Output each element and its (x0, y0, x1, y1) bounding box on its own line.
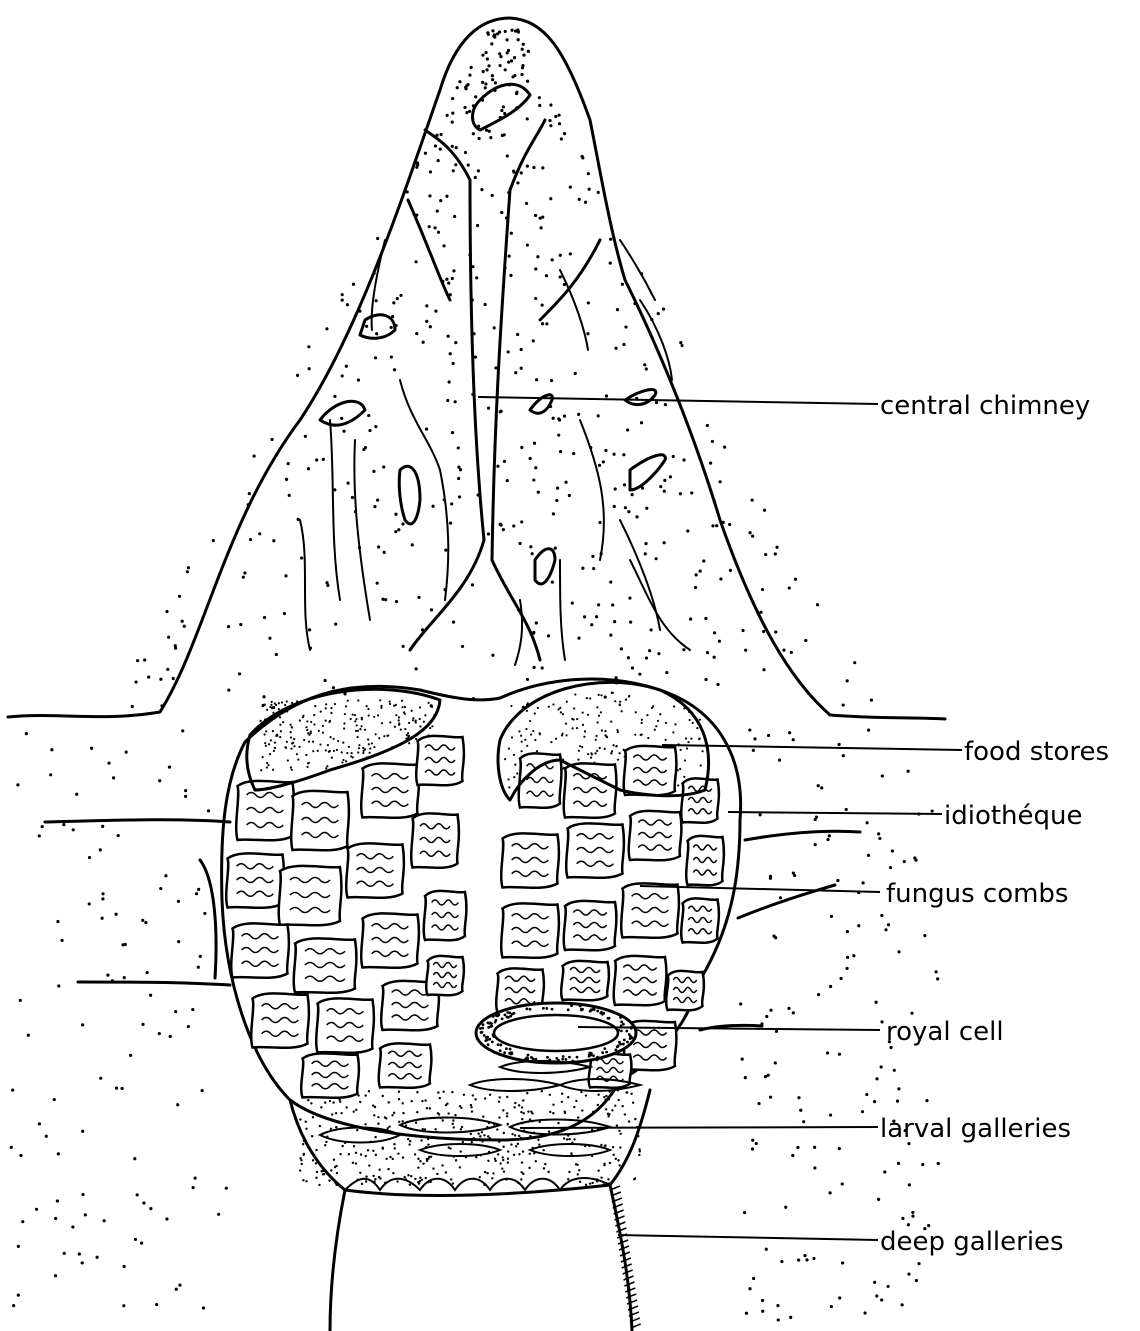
ground-stipple (10, 728, 940, 1321)
deep-gallery-walls (330, 1185, 632, 1331)
mound-stipple-upper (131, 28, 873, 709)
leader-larval-galleries (520, 1127, 878, 1128)
label-food-stores: food stores (964, 737, 1109, 767)
nest-base-stipple (299, 1089, 641, 1186)
label-larval-galleries: larval galleries (880, 1114, 1071, 1144)
label-deep-galleries: deep galleries (880, 1227, 1064, 1257)
central-chimney (408, 120, 600, 660)
fungus-comb-cells (226, 736, 724, 1098)
royal-cell (476, 1003, 636, 1063)
label-central-chimney: central chimney (880, 391, 1090, 421)
label-fungus-combs: fungus combs (886, 879, 1068, 909)
label-idiotheque: idiothéque (944, 801, 1083, 831)
leader-deep-galleries (618, 1235, 878, 1240)
label-royal-cell: royal cell (886, 1017, 1004, 1047)
labels: central chimney food stores idiothéque f… (880, 391, 1109, 1257)
mound-outline (8, 18, 945, 719)
